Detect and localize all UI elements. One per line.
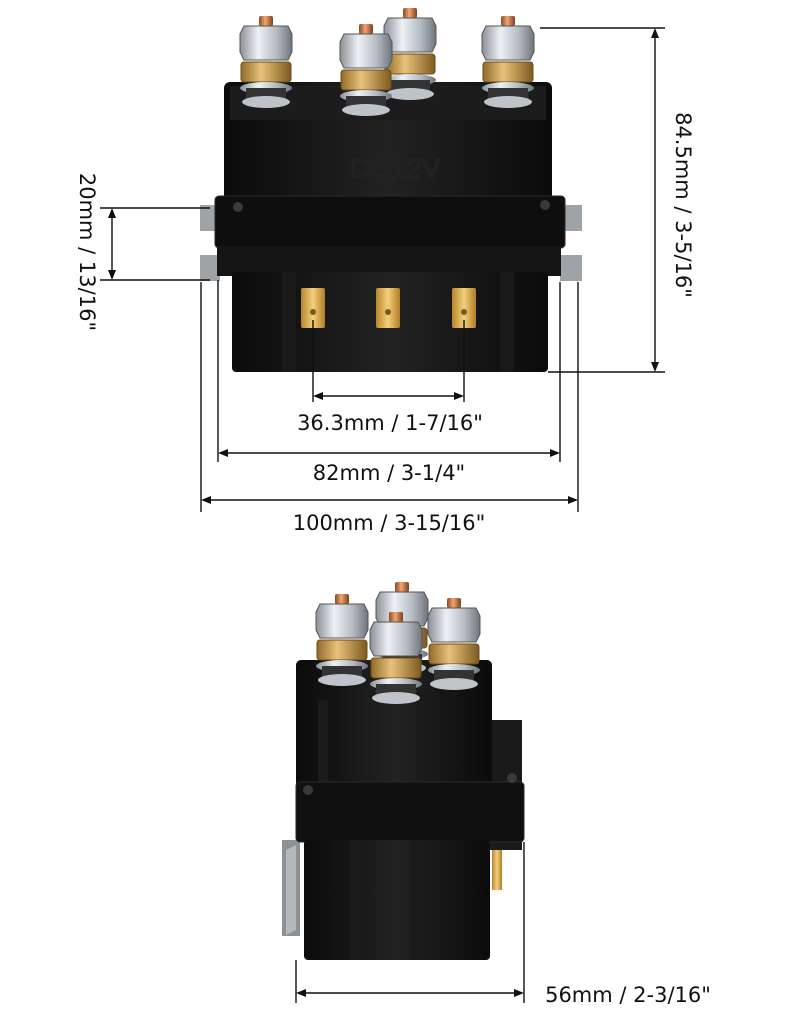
body-width-label: 82mm / 3-1/4" (313, 461, 465, 485)
terminal-post (339, 23, 393, 117)
terminal-post (369, 611, 423, 705)
overall-width-label: 100mm / 3-15/16" (293, 511, 486, 535)
terminal-post (239, 15, 293, 109)
terminal-post (427, 597, 481, 691)
spade-terminal (452, 288, 476, 328)
contactor-side-view (282, 581, 525, 960)
terminal-post (481, 15, 535, 109)
overall-height-label: 84.5mm / 3-5/16" (671, 112, 695, 298)
contactor-front-view: DC12V (200, 7, 582, 372)
mounting-bracket (200, 255, 220, 281)
spade-terminal (301, 288, 325, 328)
flange-height-label: 20mm / 13/16" (75, 173, 99, 331)
spade-terminal (376, 288, 400, 328)
terminal-post (315, 593, 369, 687)
housing-mark: DC12V (350, 153, 441, 184)
mounting-bracket (560, 255, 582, 281)
depth-label: 56mm / 2-3/16" (545, 983, 711, 1007)
terminal-spacing-label: 36.3mm / 1-7/16" (297, 411, 483, 435)
